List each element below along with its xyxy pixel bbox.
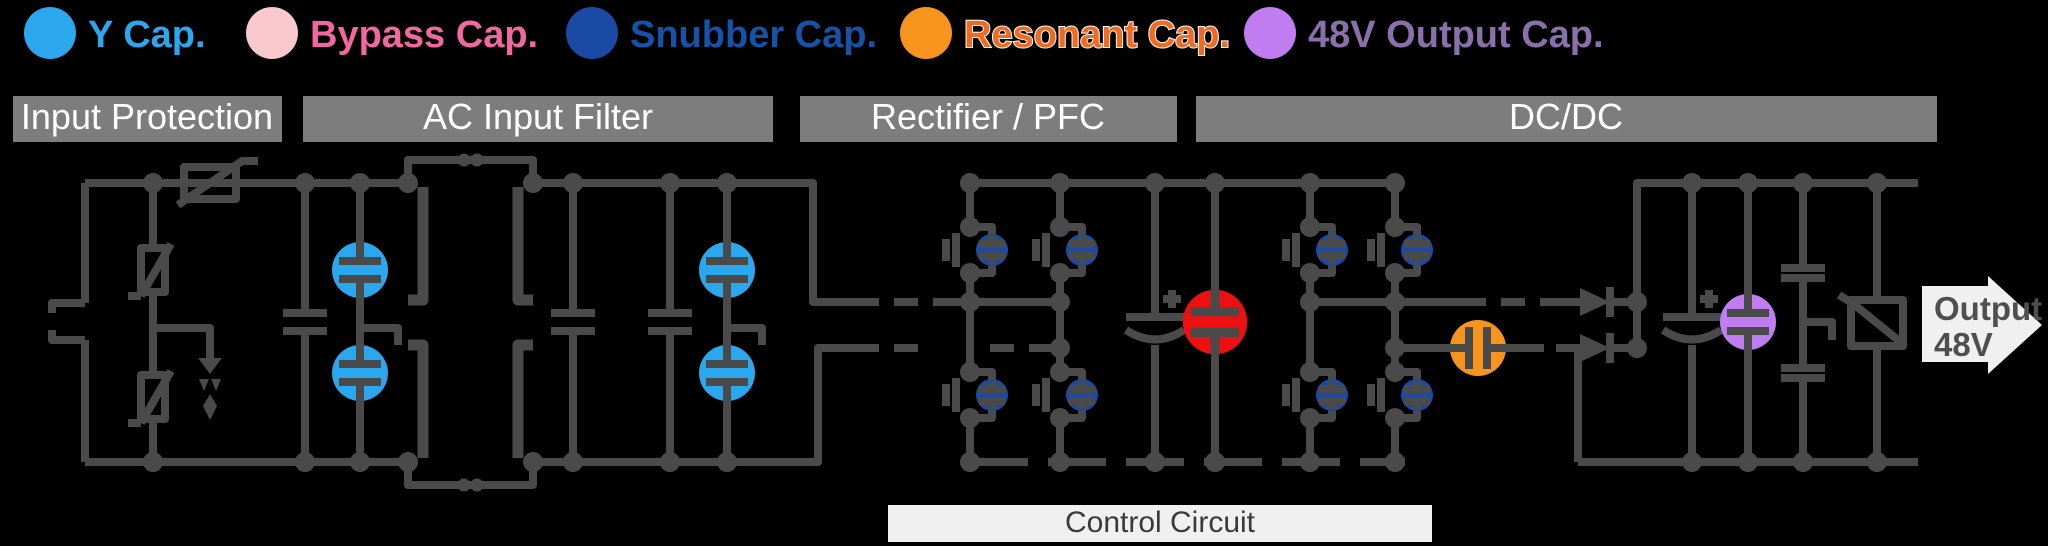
snubber-cap-swatch-icon bbox=[566, 7, 618, 59]
output-series-capacitors bbox=[1781, 183, 1836, 462]
y-cap-branch bbox=[723, 183, 766, 462]
legend-label-48v-output-cap: 48V Output Cap. bbox=[1308, 14, 1604, 56]
legend-label-snubber-cap: Snubber Cap. bbox=[630, 14, 877, 56]
y-capacitor bbox=[699, 345, 755, 401]
section-label-dcdc: DC/DC bbox=[1509, 96, 1623, 137]
section-bar-input-protection bbox=[13, 96, 282, 142]
output-label-line2: 48V bbox=[1934, 326, 1993, 363]
choke-coupling-beads bbox=[457, 153, 484, 492]
legend-label-resonant-cap: Resonant Cap. bbox=[964, 14, 1230, 56]
legend-item-y-cap: Y Cap. bbox=[24, 7, 206, 59]
section-bar-dcdc bbox=[1196, 96, 1937, 142]
legend-item-bypass-cap: Bypass Cap. bbox=[246, 7, 538, 59]
section-label-input-protection: Input Protection bbox=[21, 96, 273, 137]
x-capacitor bbox=[551, 183, 595, 462]
ac-input-filter-circuit bbox=[283, 156, 855, 489]
section-bar-ac-input-filter bbox=[303, 96, 773, 142]
section-bar-rectifier-pfc bbox=[800, 96, 1177, 142]
y-cap-swatch-icon bbox=[24, 7, 76, 59]
y-capacitor bbox=[332, 345, 388, 401]
control-circuit-bar: Control Circuit bbox=[888, 505, 1432, 542]
x-capacitor bbox=[283, 183, 327, 462]
fuse bbox=[175, 157, 258, 209]
legend-label-y-cap: Y Cap. bbox=[88, 14, 206, 56]
resonant-cap-swatch-icon bbox=[900, 7, 952, 59]
legend-item-snubber-cap: Snubber Cap. bbox=[566, 7, 877, 59]
y-capacitor bbox=[332, 242, 388, 298]
junction-dots bbox=[143, 173, 1888, 472]
48v-output-capacitor bbox=[1720, 294, 1776, 350]
legend: Y Cap. Bypass Cap. Snubber Cap. Resonant… bbox=[24, 7, 1604, 59]
transformer-primary-lines bbox=[1462, 298, 1556, 352]
legend-item-48v-output-cap: 48V Output Cap. bbox=[1244, 7, 1604, 59]
circuit-schematic bbox=[48, 153, 1918, 492]
legend-item-resonant-cap: Resonant Cap. bbox=[900, 7, 1231, 59]
ac-input-terminals bbox=[48, 299, 85, 344]
bypass-cap-swatch-icon bbox=[246, 7, 298, 59]
current-sensor bbox=[1836, 183, 1907, 462]
x-capacitor bbox=[648, 183, 692, 462]
output-filter-circuit bbox=[1663, 183, 1907, 462]
output-arrow-icon bbox=[1922, 276, 2042, 374]
section-label-ac-input-filter: AC Input Filter bbox=[423, 96, 653, 137]
input-protection-circuit bbox=[48, 157, 408, 466]
resonant-capacitor bbox=[1450, 320, 1506, 376]
control-circuit-label: Control Circuit bbox=[1065, 506, 1256, 539]
gas-discharge-tube bbox=[153, 324, 222, 420]
output-arrow: Output 48V bbox=[1922, 276, 2042, 374]
pfc-inductor-lines bbox=[855, 298, 1030, 352]
control-circuit-bg bbox=[888, 505, 1432, 542]
section-headers: Input Protection AC Input Filter Rectifi… bbox=[13, 96, 1937, 142]
y-capacitor bbox=[699, 242, 755, 298]
output-label-line1: Output bbox=[1934, 290, 2042, 327]
legend-label-bypass-cap: Bypass Cap. bbox=[310, 14, 538, 56]
y-cap-branch bbox=[356, 183, 402, 462]
section-label-rectifier-pfc: Rectifier / PFC bbox=[871, 96, 1105, 137]
output-cap-swatch-icon bbox=[1244, 7, 1296, 59]
bulk-capacitor bbox=[1183, 290, 1247, 354]
